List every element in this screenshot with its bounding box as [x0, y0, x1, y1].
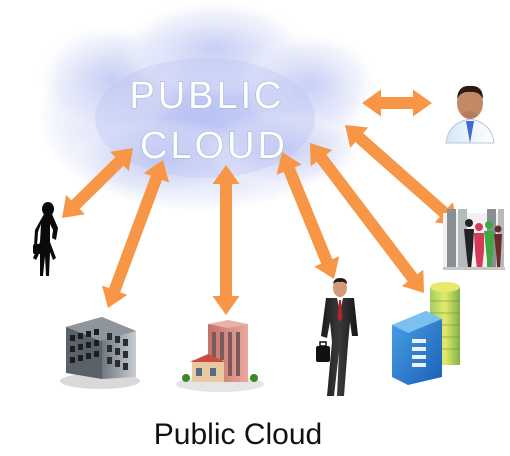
woman-silhouette-icon — [33, 202, 58, 276]
arrow-to-walking-businessman — [276, 152, 340, 279]
cloud-label-line1: PUBLIC — [129, 75, 284, 117]
arrow-to-blue-building — [310, 143, 424, 293]
businessman-portrait-icon — [445, 85, 495, 144]
walking-businessman-icon — [316, 278, 358, 396]
office-building-icon — [60, 317, 140, 389]
connection-arrows — [62, 89, 458, 315]
diagram-caption: Public Cloud — [154, 418, 322, 451]
cloud: PUBLIC CLOUD — [35, 0, 380, 210]
cloud-label-line2: CLOUD — [140, 125, 288, 167]
arrow-to-office-building — [102, 160, 169, 308]
arrow-to-businessman-portrait — [362, 89, 432, 117]
arrow-to-woman — [62, 148, 133, 218]
arrow-to-office-team — [345, 125, 458, 225]
blue-office-building-icon — [392, 282, 460, 385]
arrow-to-brick-building — [212, 165, 240, 315]
office-team-icon — [443, 209, 505, 270]
brick-office-building-icon — [176, 320, 264, 392]
